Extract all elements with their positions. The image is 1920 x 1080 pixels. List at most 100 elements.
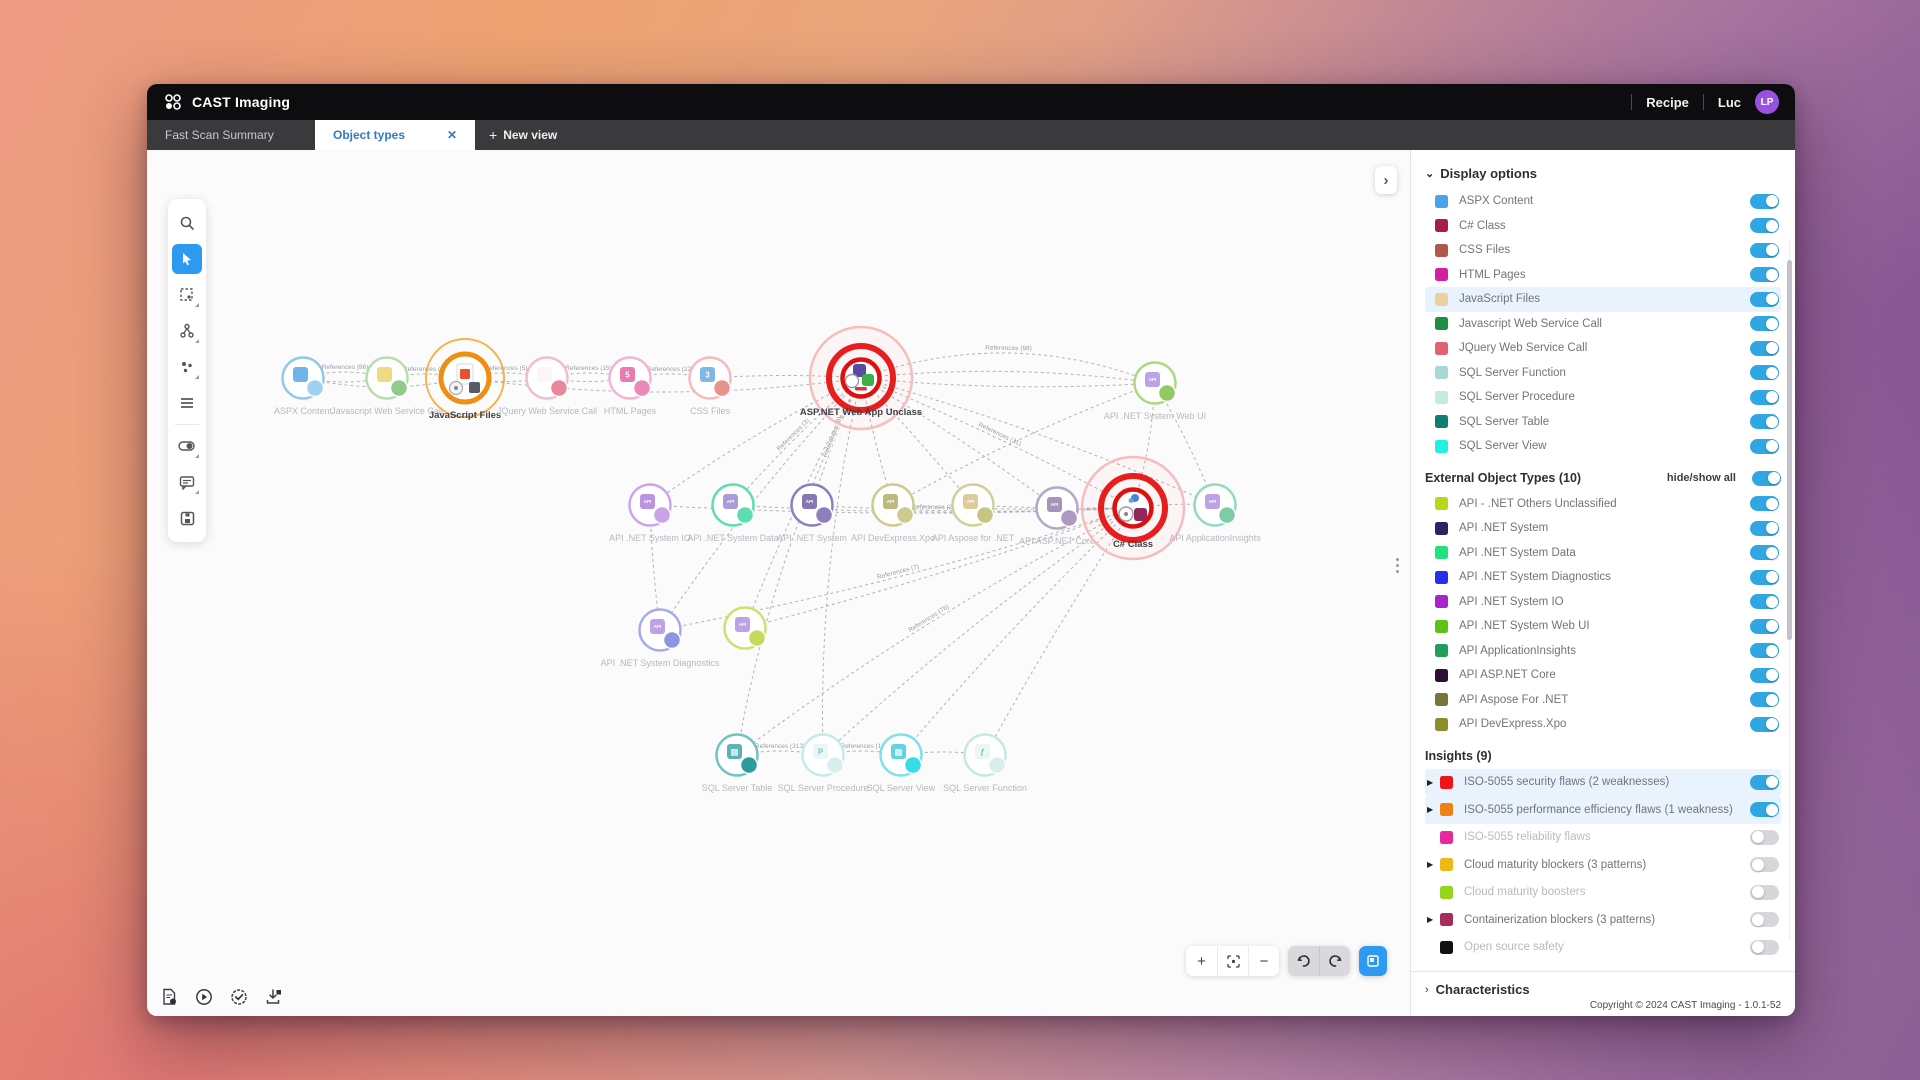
visibility-toggle[interactable]	[1750, 884, 1779, 900]
expand-arrow-icon[interactable]: ▶	[1427, 915, 1434, 925]
graph-node-sqltable[interactable]: ▤SQL Server Table	[702, 733, 773, 794]
sidebar-collapse-button[interactable]: ›	[1375, 166, 1397, 194]
visibility-toggle[interactable]	[1750, 618, 1779, 634]
insight-row[interactable]: ISO-5055 reliability flaws	[1425, 824, 1781, 852]
display-option-row[interactable]: HTML Pages	[1425, 263, 1781, 288]
object-graph[interactable]: References (86)References (11)References…	[147, 150, 1410, 1016]
external-object-type-row[interactable]: API Aspose For .NET	[1425, 688, 1781, 713]
save-view-tool[interactable]	[172, 503, 202, 533]
external-object-type-row[interactable]: API .NET System IO	[1425, 590, 1781, 615]
external-object-type-row[interactable]: API DevExpress.Xpo	[1425, 712, 1781, 737]
external-object-type-row[interactable]: API ApplicationInsights	[1425, 639, 1781, 664]
external-object-type-row[interactable]: API .NET System Web UI	[1425, 614, 1781, 639]
visibility-toggle[interactable]	[1750, 438, 1779, 454]
visibility-toggle[interactable]	[1750, 594, 1779, 610]
toggle-display-tool[interactable]	[172, 431, 202, 461]
visibility-toggle[interactable]	[1750, 643, 1779, 659]
close-tab-icon[interactable]: ✕	[446, 128, 457, 142]
display-option-row[interactable]: SQL Server Function	[1425, 361, 1781, 386]
external-object-type-row[interactable]: API - .NET Others Unclassified	[1425, 492, 1781, 517]
visibility-toggle[interactable]	[1750, 316, 1779, 332]
list-tool[interactable]	[172, 388, 202, 418]
display-option-row[interactable]: SQL Server Table	[1425, 410, 1781, 435]
hide-show-all-toggle[interactable]	[1752, 470, 1781, 486]
visibility-toggle[interactable]	[1750, 520, 1779, 536]
export-button[interactable]	[265, 988, 283, 1006]
visibility-toggle[interactable]	[1750, 939, 1779, 955]
display-option-row[interactable]: SQL Server View	[1425, 434, 1781, 459]
annotation-tool[interactable]	[172, 467, 202, 497]
validate-button[interactable]	[230, 988, 248, 1006]
display-option-row[interactable]: JQuery Web Service Call	[1425, 336, 1781, 361]
visibility-toggle[interactable]	[1750, 242, 1779, 258]
search-tool[interactable]	[172, 208, 202, 238]
scrollbar-thumb[interactable]	[1787, 260, 1792, 640]
expand-arrow-icon[interactable]: ▶	[1427, 860, 1434, 870]
graph-node-jsfiles[interactable]: JavaScript Files	[425, 338, 505, 421]
visibility-toggle[interactable]	[1750, 218, 1779, 234]
fit-to-view-button[interactable]	[1217, 946, 1248, 976]
visibility-toggle[interactable]	[1750, 716, 1779, 732]
report-button[interactable]	[161, 988, 178, 1006]
zoom-in-button[interactable]: +	[1186, 946, 1217, 976]
external-object-type-row[interactable]: API .NET System Data	[1425, 541, 1781, 566]
graph-node-aspx[interactable]: ASPX Content	[274, 356, 333, 417]
display-option-row[interactable]: CSS Files	[1425, 238, 1781, 263]
visibility-toggle[interactable]	[1750, 774, 1779, 790]
characteristics-section[interactable]: › Characteristics	[1411, 971, 1795, 1003]
visibility-toggle[interactable]	[1750, 291, 1779, 307]
visibility-toggle[interactable]	[1750, 857, 1779, 873]
visibility-toggle[interactable]	[1750, 802, 1779, 818]
minimap-button[interactable]	[1359, 946, 1387, 976]
insight-row[interactable]: ▶ISO-5055 performance efficiency flaws (…	[1425, 796, 1781, 824]
expand-arrow-icon[interactable]: ▶	[1427, 777, 1434, 787]
new-view-button[interactable]: + New view	[489, 127, 558, 143]
graph-node-unclass[interactable]: API	[723, 606, 767, 650]
cluster-tool[interactable]	[172, 352, 202, 382]
visibility-toggle[interactable]	[1750, 692, 1779, 708]
zoom-out-button[interactable]: −	[1248, 946, 1279, 976]
marquee-select-tool[interactable]	[172, 280, 202, 310]
insight-row[interactable]: Open source safety	[1425, 934, 1781, 962]
visibility-toggle[interactable]	[1750, 912, 1779, 928]
display-options-header[interactable]: ⌄ Display options	[1425, 166, 1538, 181]
graph-node-jsws[interactable]: Javascript Web Service Call	[331, 356, 443, 417]
display-option-row[interactable]: ASPX Content	[1425, 189, 1781, 214]
visibility-toggle[interactable]	[1750, 496, 1779, 512]
display-option-row[interactable]: JavaScript Files	[1425, 287, 1781, 312]
user-name[interactable]: Luc	[1717, 94, 1741, 110]
external-object-type-row[interactable]: API .NET System Diagnostics	[1425, 565, 1781, 590]
insight-row[interactable]: Cloud maturity boosters	[1425, 879, 1781, 907]
avatar[interactable]: LP	[1755, 90, 1779, 114]
tab-fast-scan-summary[interactable]: Fast Scan Summary	[165, 128, 274, 142]
external-object-type-row[interactable]: API ASP.NET Core	[1425, 663, 1781, 688]
visibility-toggle[interactable]	[1750, 340, 1779, 356]
insight-row[interactable]: ▶Cloud maturity blockers (3 patterns)	[1425, 851, 1781, 879]
graph-node-csharp[interactable]: C# Class	[1080, 455, 1186, 561]
expand-arrow-icon[interactable]: ▶	[1427, 805, 1434, 815]
insight-row[interactable]: ▶ISO-5055 security flaws (2 weaknesses)	[1425, 768, 1781, 796]
display-option-row[interactable]: SQL Server Procedure	[1425, 385, 1781, 410]
visibility-toggle[interactable]	[1750, 829, 1779, 845]
graph-node-aspnet[interactable]: ASP.NET Web App Unclass	[800, 325, 922, 431]
visibility-toggle[interactable]	[1750, 193, 1779, 209]
visibility-toggle[interactable]	[1750, 389, 1779, 405]
visibility-toggle[interactable]	[1750, 667, 1779, 683]
sidebar-resize-handle[interactable]	[1396, 558, 1399, 573]
visibility-toggle[interactable]	[1750, 267, 1779, 283]
external-object-type-row[interactable]: API .NET System	[1425, 516, 1781, 541]
hierarchy-tool[interactable]	[172, 316, 202, 346]
graph-node-sqlview[interactable]: ▤SQL Server View	[867, 733, 936, 794]
insight-row[interactable]: ▶Containerization blockers (3 patterns)	[1425, 906, 1781, 934]
recipe-menu[interactable]: Recipe	[1646, 94, 1689, 110]
